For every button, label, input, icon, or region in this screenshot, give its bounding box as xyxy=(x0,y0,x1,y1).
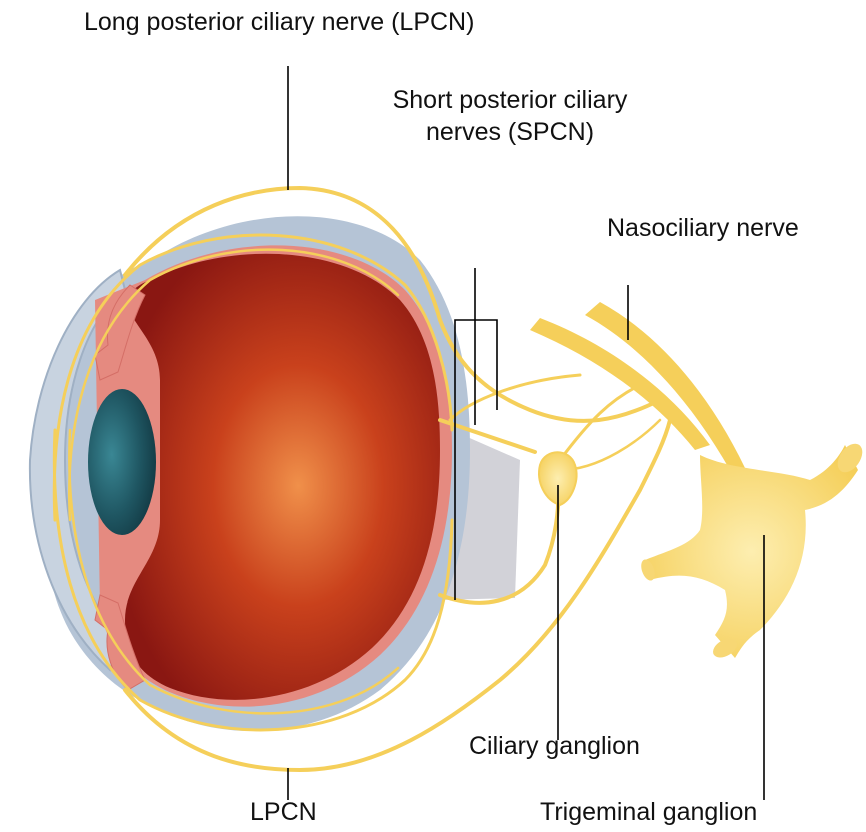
eyeball xyxy=(30,216,470,731)
ganglion-to-naso xyxy=(560,385,640,460)
label-lpcn-top: Long posterior ciliary nerve (LPCN) xyxy=(84,6,474,38)
label-spcn-line2: nerves (SPCN) xyxy=(340,116,680,148)
nasociliary-nerve xyxy=(585,302,745,470)
label-trigeminal-ganglion: Trigeminal ganglion xyxy=(540,796,757,828)
spcn-middle xyxy=(450,375,580,420)
trigeminal-ganglion xyxy=(645,445,858,658)
lens xyxy=(88,389,156,535)
label-spcn: Short posterior ciliary nerves (SPCN) xyxy=(340,84,680,148)
label-ciliary-ganglion: Ciliary ganglion xyxy=(469,730,640,762)
label-nasociliary-nerve: Nasociliary nerve xyxy=(607,212,799,244)
label-lpcn-bottom: LPCN xyxy=(250,796,317,828)
trigeminal-complex xyxy=(530,302,866,661)
label-spcn-line1: Short posterior ciliary xyxy=(340,84,680,116)
